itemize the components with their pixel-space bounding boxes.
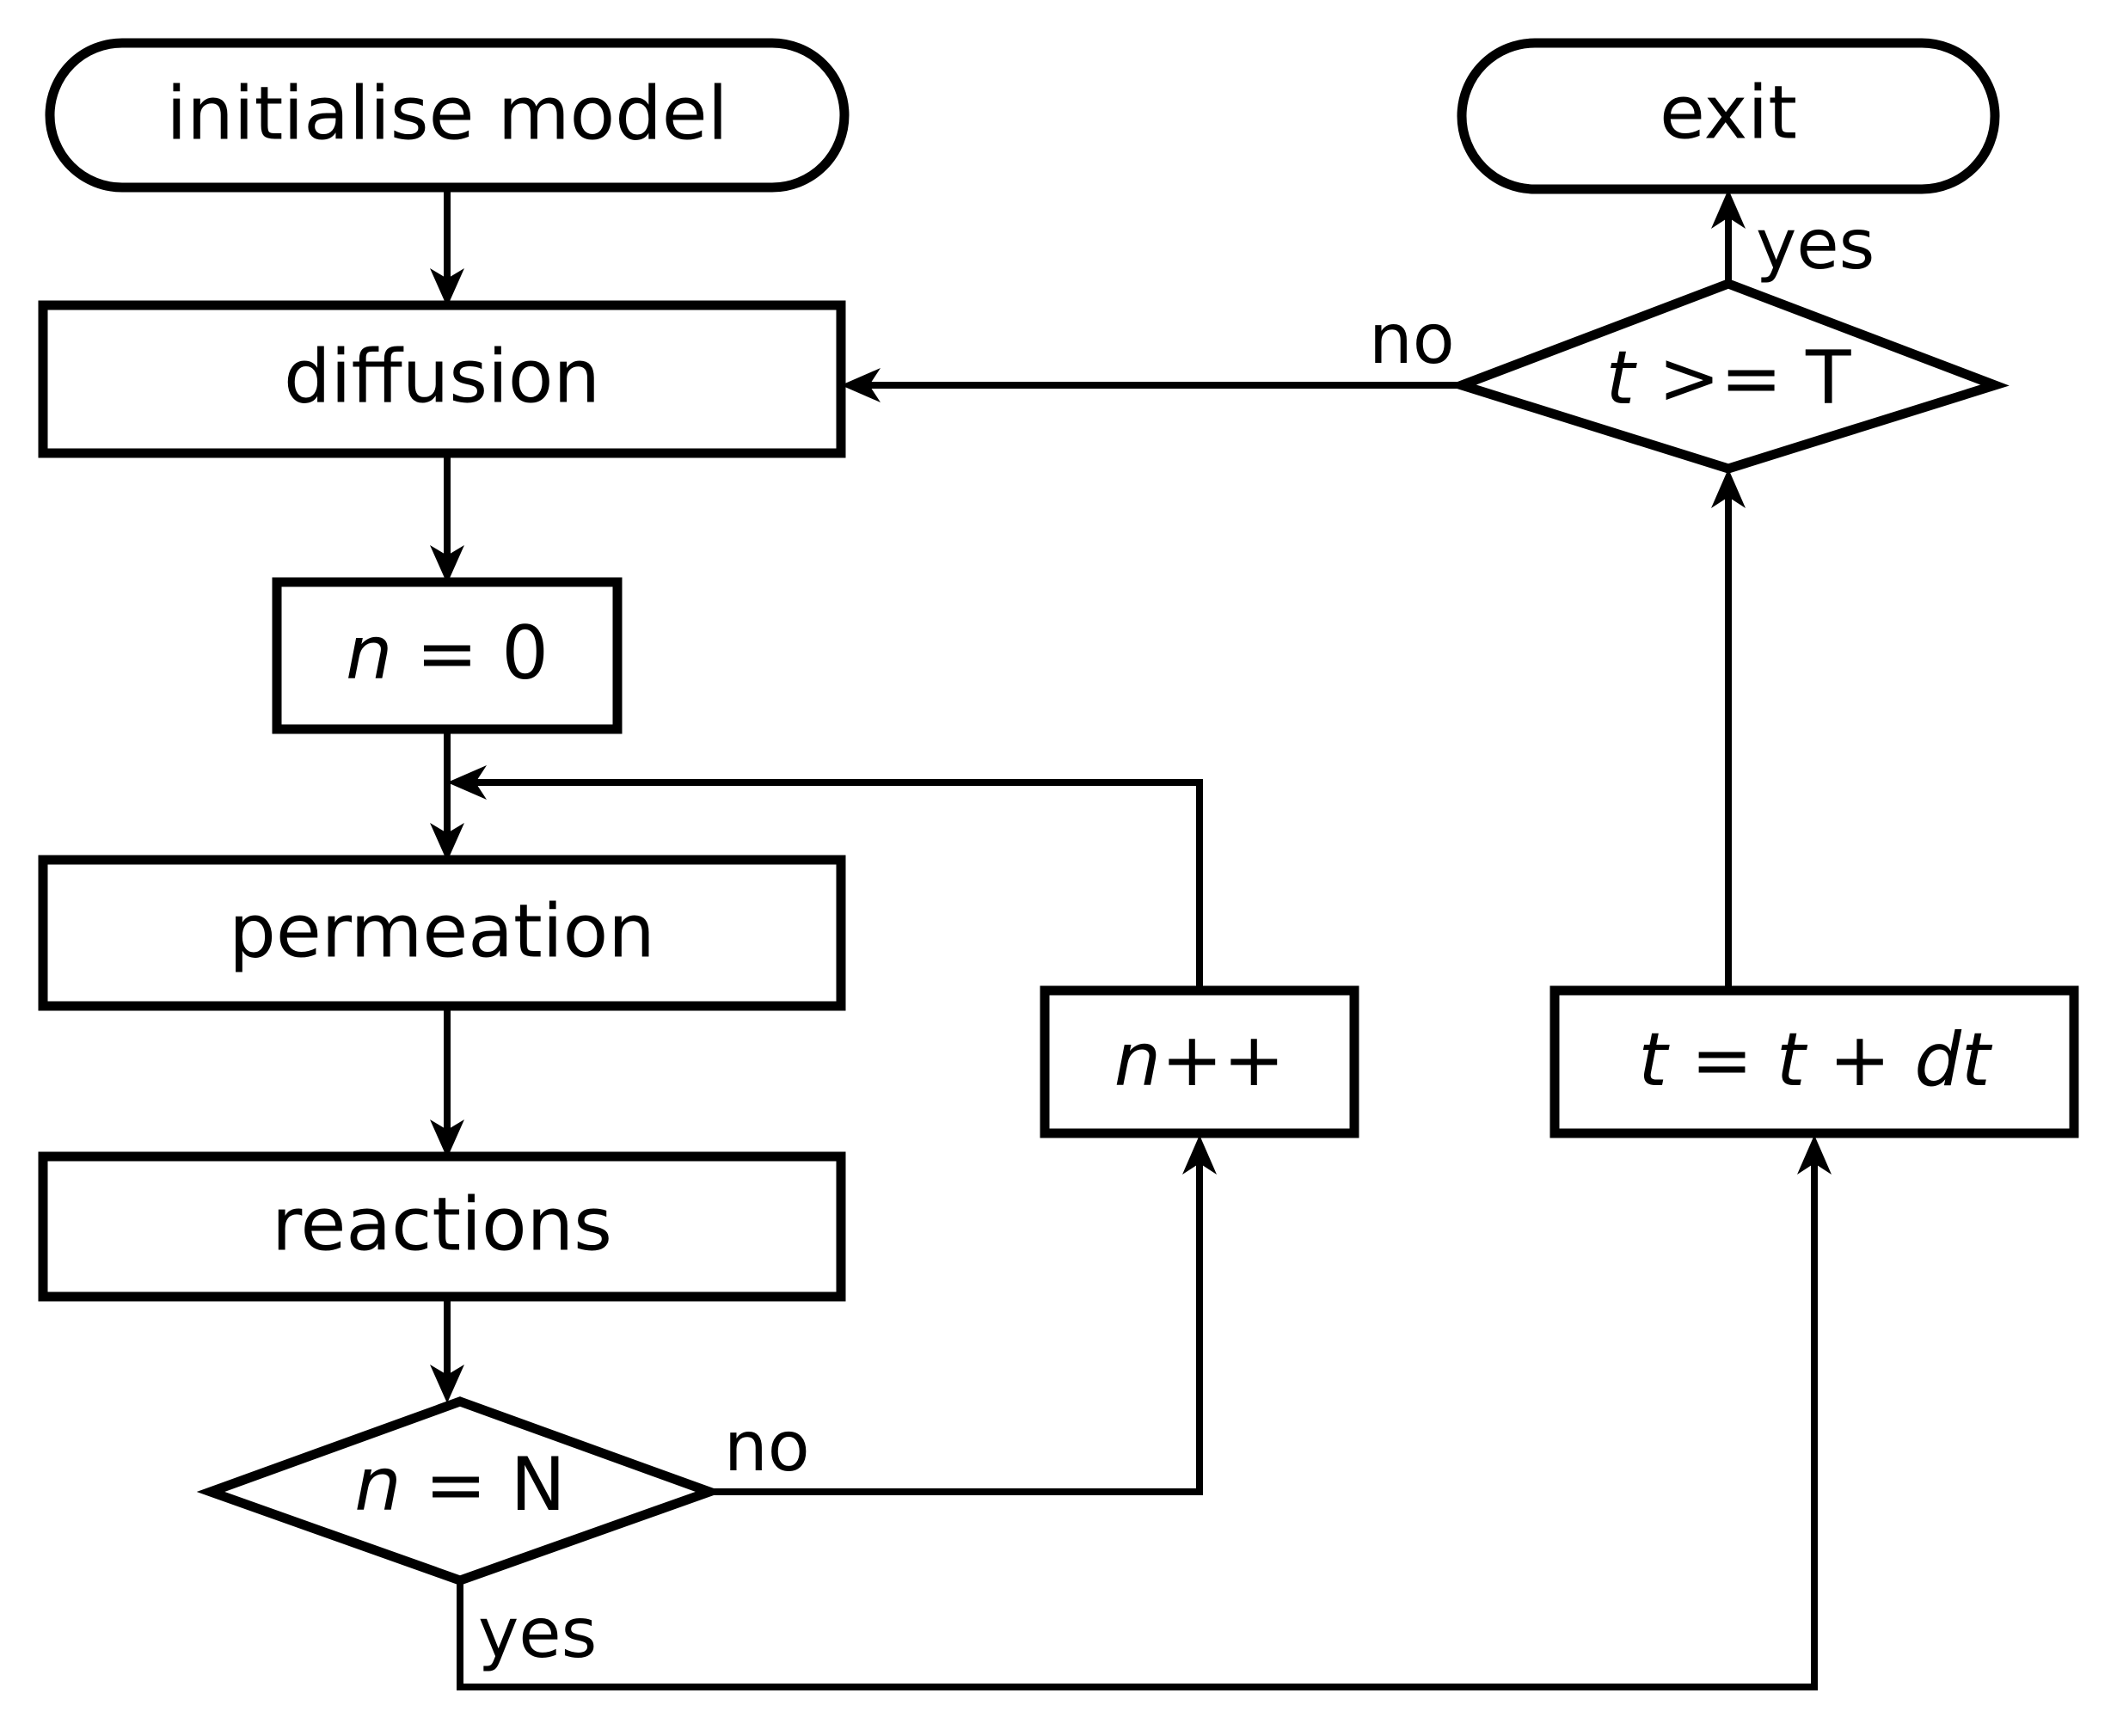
node-n-check[interactable]: n = N [196, 1396, 724, 1586]
n-incr-label-var: n [1114, 1017, 1162, 1103]
edge-initialise-to-diffusion [430, 187, 464, 307]
n-check-label-rest: = N [402, 1442, 566, 1528]
n-init-shape[interactable] [272, 577, 623, 734]
t-check-label: t >= T [1605, 335, 1851, 421]
edge-n-check-no-to-n-incr [709, 1135, 1217, 1495]
exit-label: exit [1660, 70, 1797, 156]
edge-permeation-to-reactions [430, 1006, 464, 1158]
edge-label-n-check-no: no [724, 1407, 810, 1487]
edge-diffusion-to-n-init [430, 453, 464, 584]
edge-reactions-to-n-check [430, 1297, 464, 1403]
n-check-shape[interactable] [196, 1396, 724, 1586]
reactions-label: reactions [272, 1181, 612, 1267]
t-incr-label-var1: t [1638, 1017, 1670, 1103]
edge-t-check-no-to-diffusion [841, 368, 1462, 402]
node-diffusion[interactable]: diffusion [38, 300, 846, 458]
node-reactions[interactable]: reactions [38, 1151, 846, 1302]
node-t-incr[interactable]: t = t + dt [1549, 985, 2079, 1138]
reactions-shape[interactable] [38, 1151, 846, 1302]
edge-n-incr-to-permeation [447, 765, 1203, 991]
permeation-label: permeation [229, 888, 654, 974]
edge-n-check-yes-to-t-incr [457, 1135, 1832, 1690]
t-incr-label-mid: = [1667, 1017, 1776, 1103]
node-t-check[interactable]: t >= T [1447, 279, 2010, 474]
diffusion-shape[interactable] [38, 300, 846, 458]
n-init-label-rest: = 0 [393, 610, 549, 696]
n-incr-label: n++ [1114, 1017, 1286, 1103]
t-check-shape[interactable] [1447, 279, 2010, 474]
t-incr-label-var3: dt [1914, 1017, 1993, 1103]
n-init-label: n = 0 [346, 610, 549, 696]
edge-t-check-yes-to-exit [1711, 189, 1746, 284]
node-initialise-model[interactable]: initialise model [45, 38, 850, 193]
edge-label-t-check-yes: yes [1756, 205, 1875, 285]
t-incr-label: t = t + dt [1638, 1017, 1993, 1103]
n-incr-label-rest: ++ [1161, 1017, 1285, 1103]
permeation-shape[interactable] [38, 855, 846, 1011]
t-incr-shape[interactable] [1549, 985, 2079, 1138]
n-init-label-var: n [346, 610, 393, 696]
n-incr-shape[interactable] [1040, 985, 1359, 1138]
diffusion-label: diffusion [284, 334, 600, 420]
t-incr-label-var2: t [1776, 1017, 1808, 1103]
edge-label-t-check-no: no [1369, 299, 1455, 379]
node-permeation[interactable]: permeation [38, 855, 846, 1011]
edge-n-init-to-permeation [430, 729, 464, 862]
node-exit[interactable]: exit [1457, 38, 2000, 194]
node-n-init[interactable]: n = 0 [272, 577, 623, 734]
initialise-model-label: initialise model [166, 71, 727, 156]
n-check-label: n = N [354, 1442, 566, 1528]
n-check-label-var: n [354, 1442, 402, 1528]
node-n-incr[interactable]: n++ [1040, 985, 1359, 1138]
edge-label-n-check-yes: yes [478, 1593, 597, 1673]
t-check-label-var: t [1605, 335, 1637, 421]
initialise-model-shape[interactable] [45, 38, 850, 193]
edge-t-incr-to-t-check [1711, 469, 1746, 991]
t-check-label-rest: >= T [1635, 335, 1851, 421]
exit-shape[interactable] [1457, 38, 2000, 194]
t-incr-label-rest: + [1806, 1017, 1915, 1103]
